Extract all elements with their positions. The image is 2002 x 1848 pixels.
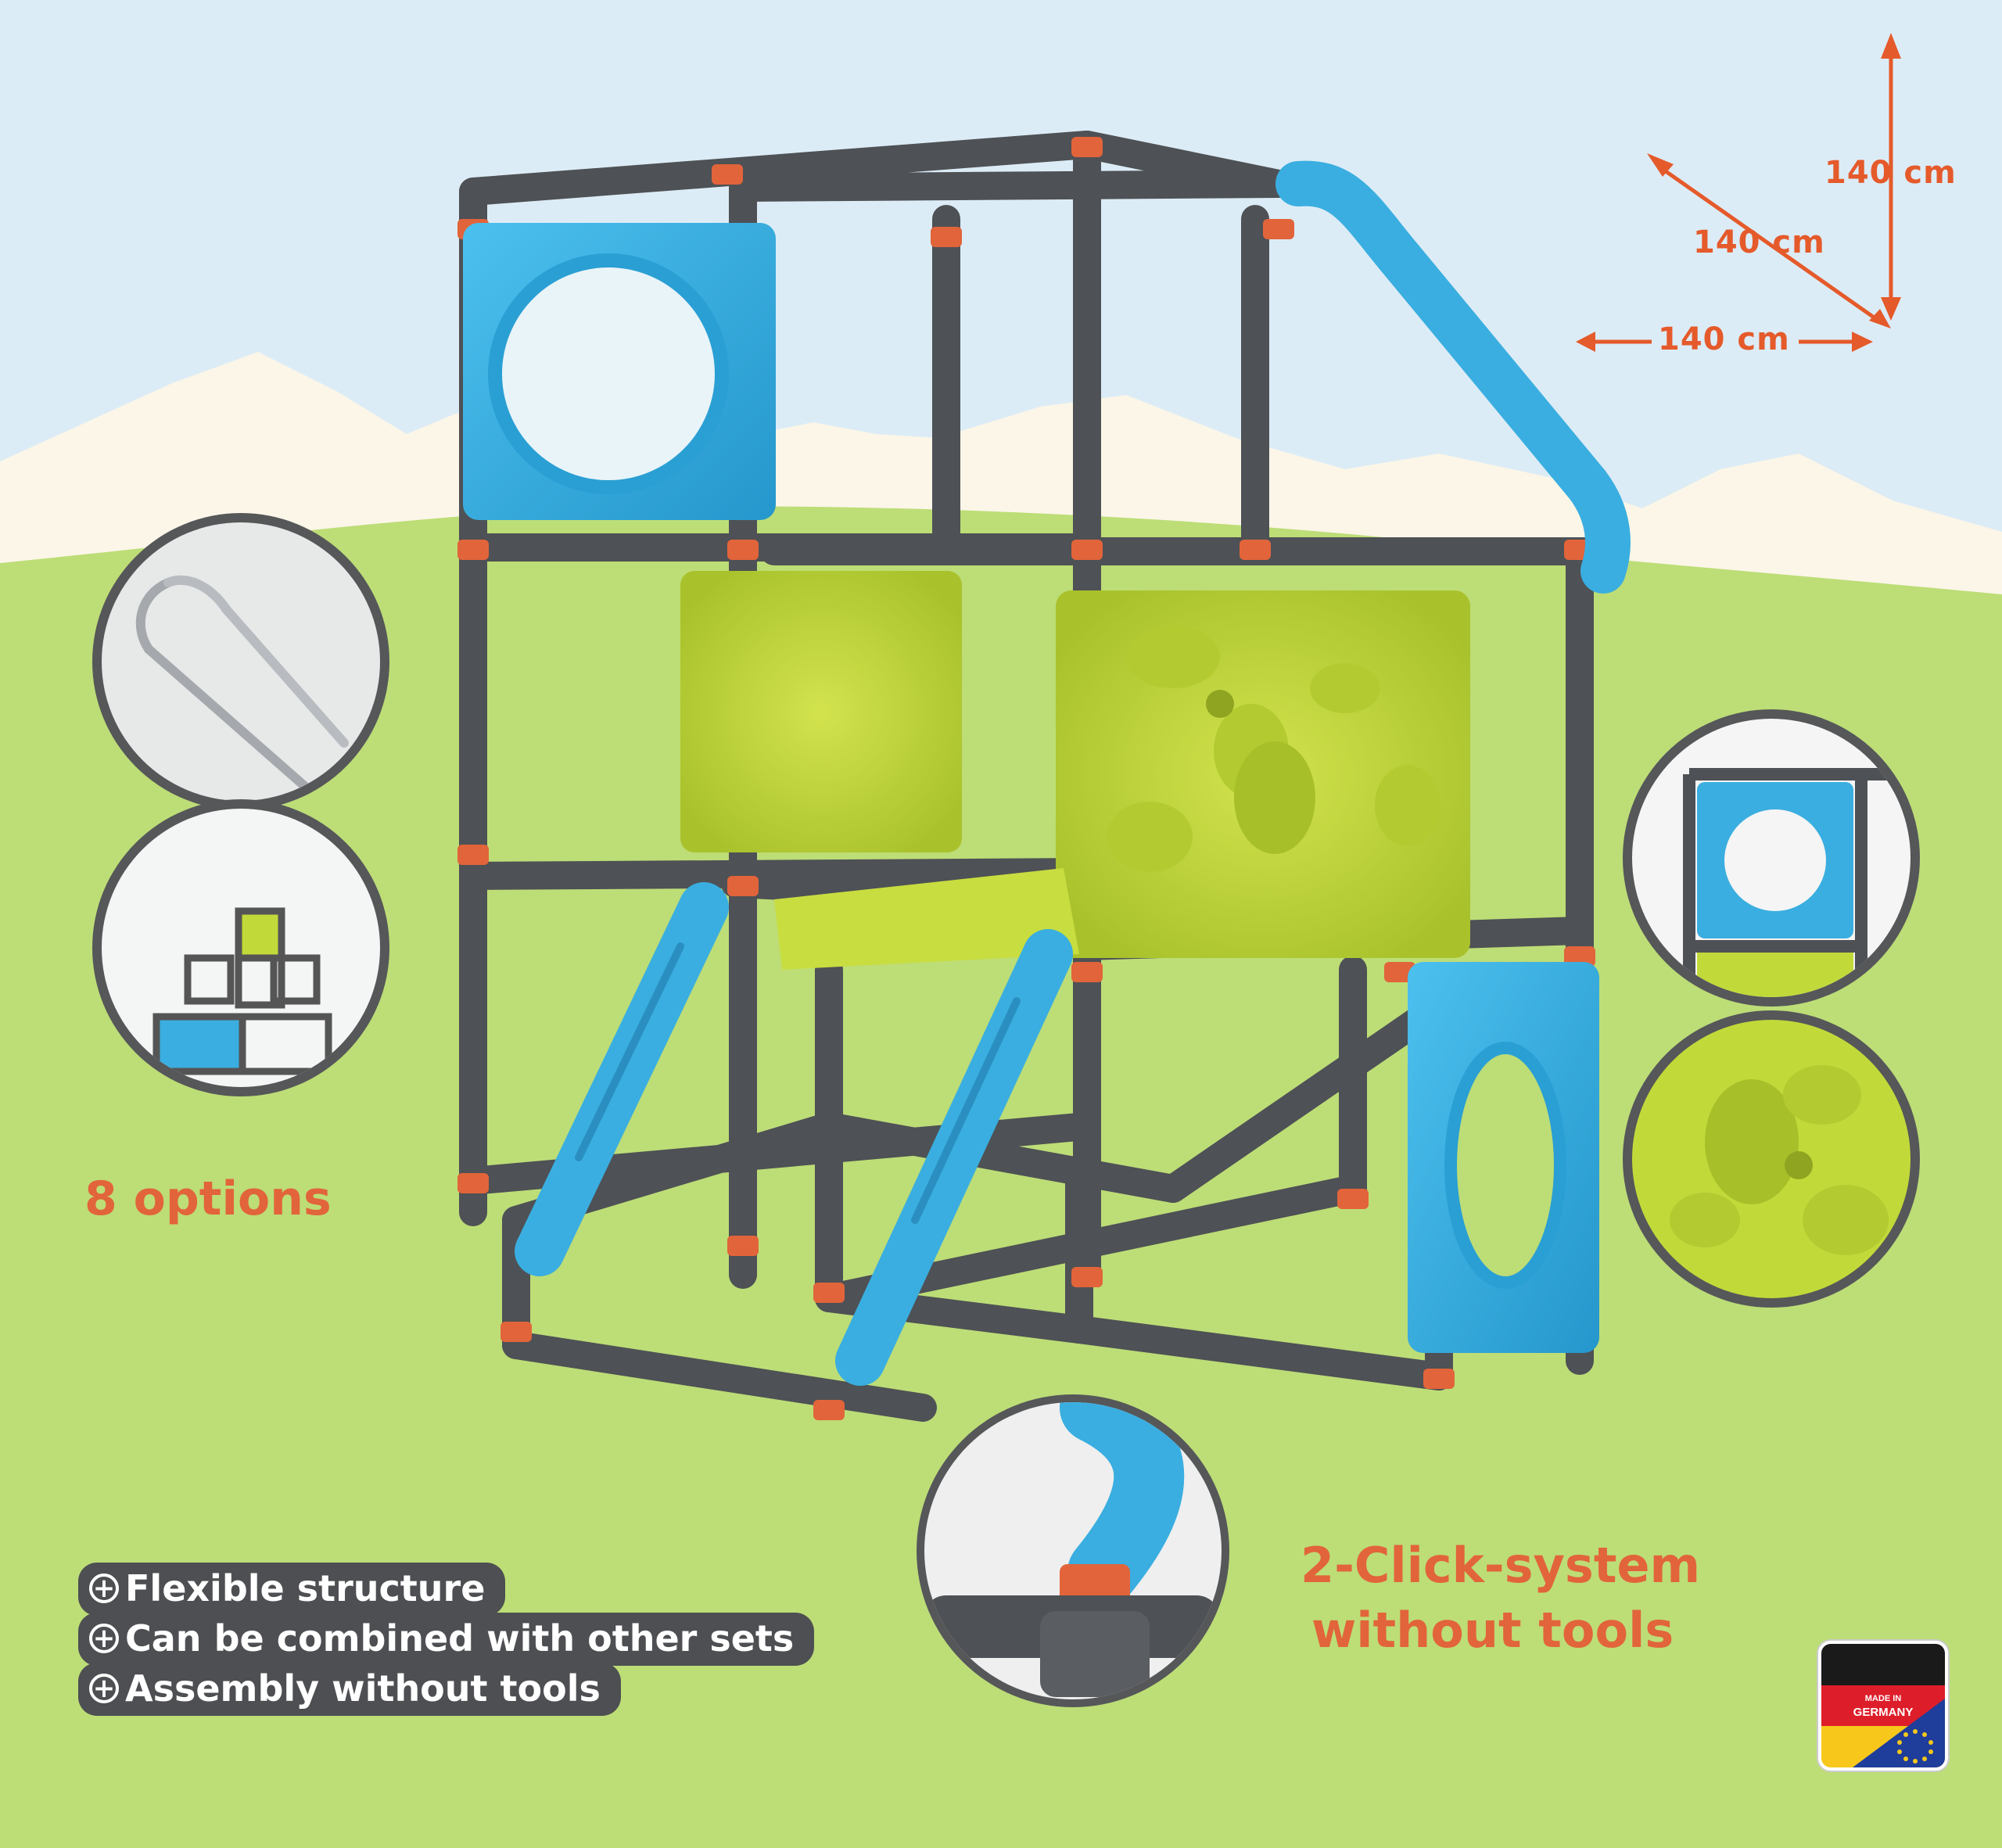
inset-blue-panel — [1623, 709, 1920, 1007]
grass-field — [0, 506, 2002, 1848]
inset-configuration-options — [92, 799, 389, 1096]
click-system-line1: 2-Click-system — [1301, 1537, 1701, 1594]
feature-item: + Flexible structure — [78, 1563, 506, 1616]
inset-climbing-holds — [1623, 1010, 1920, 1308]
badge-line2: GERMANY — [1853, 1706, 1914, 1719]
feature-text: Can be combined with other sets — [125, 1617, 795, 1660]
feature-list: + Flexible structure + Can be combined w… — [78, 1563, 815, 1716]
feature-text: Flexible structure — [125, 1567, 486, 1609]
feature-item: + Assembly without tools — [78, 1663, 621, 1716]
width-dimension-label: 140 cm — [1658, 321, 1790, 357]
height-dimension-label: 140 cm — [1824, 155, 1957, 191]
feature-item: + Can be combined with other sets — [78, 1613, 815, 1666]
options-label: 8 options — [84, 1172, 332, 1226]
plus-circle-icon: + — [89, 1624, 119, 1653]
depth-dimension-label: 140 cm — [1693, 224, 1825, 260]
made-in-germany-badge: MADE IN GERMANY — [1818, 1641, 1948, 1771]
badge-text: MADE IN GERMANY — [1821, 1692, 1945, 1719]
plus-circle-icon: + — [89, 1674, 119, 1703]
german-eu-flag-icon — [1821, 1644, 1945, 1767]
dimension-arrows — [1576, 33, 1901, 352]
inset-ground-anchor — [92, 513, 389, 810]
climbing-frame — [457, 131, 1631, 1422]
plus-circle-icon: + — [89, 1573, 119, 1603]
click-system-line2: without tools — [1311, 1602, 1674, 1659]
badge-line1: MADE IN — [1864, 1694, 1902, 1703]
inset-connector-closeup — [917, 1394, 1229, 1707]
feature-text: Assembly without tools — [125, 1667, 601, 1710]
